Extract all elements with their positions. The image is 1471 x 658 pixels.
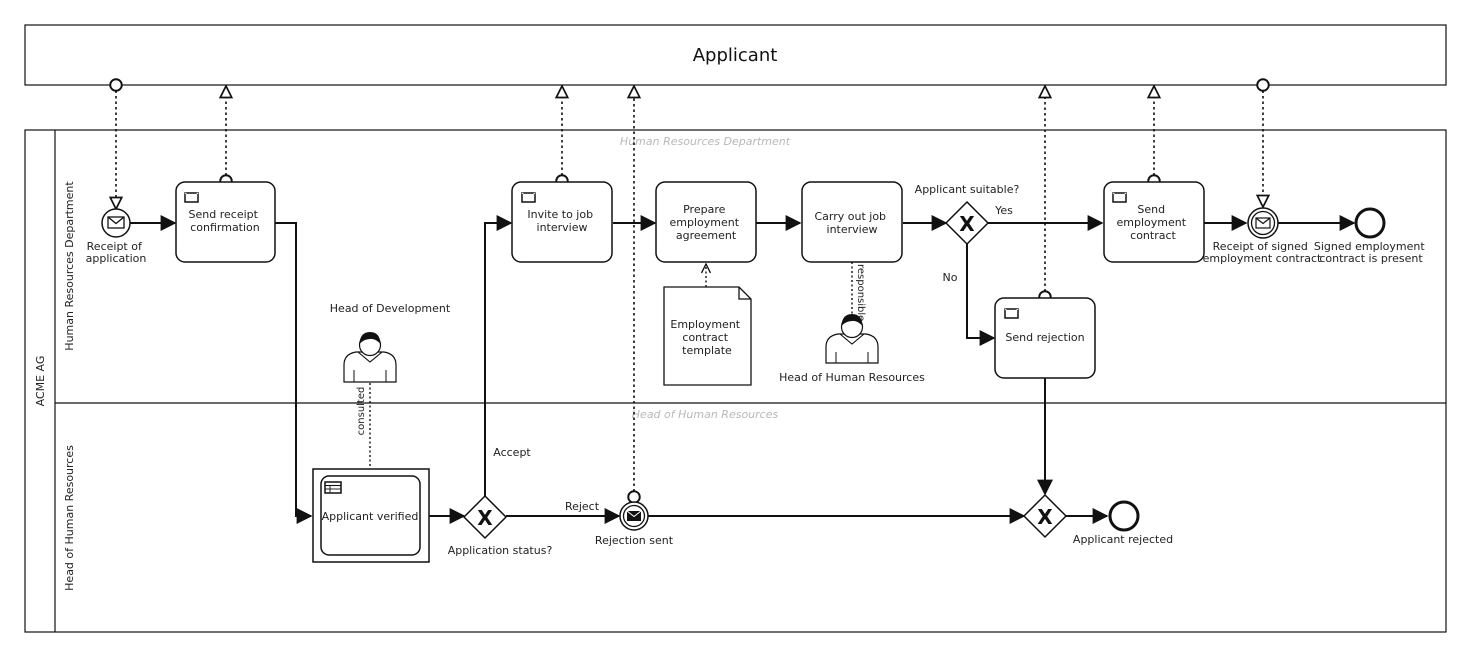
lane-hr-department-label: Human Resources Department xyxy=(63,181,76,351)
intermediate-event-receipt-of-signed-contract[interactable]: Receipt of signed employment contract xyxy=(1203,207,1322,265)
applicant-pool-label: Applicant xyxy=(693,45,778,66)
gateway-applicant-suitable[interactable]: X Applicant suitable? xyxy=(915,183,1020,246)
lane-hr-department-faint-label: Human Resources Department xyxy=(620,135,791,148)
end-event-applicant-rejected[interactable]: Applicant rejected xyxy=(1073,500,1173,546)
message-flows xyxy=(116,85,1263,497)
flow-label-no: No xyxy=(943,271,958,284)
event-label: Rejection sent xyxy=(595,534,674,547)
end-event-signed-contract-present[interactable]: Signed employment contract is present xyxy=(1314,207,1428,265)
table-icon xyxy=(324,481,342,494)
sequence-flow[interactable] xyxy=(275,222,313,524)
envelope-icon xyxy=(1004,308,1019,319)
envelope-icon xyxy=(1255,217,1271,229)
event-label-line: employment contract xyxy=(1203,252,1322,265)
task-label-line: employment xyxy=(1116,216,1186,229)
resource-head-of-human-resources[interactable]: responsible Head of Human Resources xyxy=(779,262,925,384)
data-object-label-line: template xyxy=(682,344,732,357)
envelope-icon xyxy=(1112,192,1127,203)
resource-label: Head of Human Resources xyxy=(779,371,925,384)
event-label-line: Receipt of xyxy=(87,240,143,253)
flow-label-reject: Reject xyxy=(565,500,600,513)
event-label-line: application xyxy=(86,252,147,265)
association-label-consulted: consulted xyxy=(356,387,367,436)
task-label: Send rejection xyxy=(1005,331,1084,344)
user-icon xyxy=(825,314,879,364)
event-label: Receipt of application xyxy=(86,240,147,265)
task-label-line: interview xyxy=(537,221,588,234)
task-label: Send receipt confirmation xyxy=(189,208,262,234)
task-send-rejection[interactable]: Send rejection xyxy=(994,297,1096,379)
lane-head-hr-faint-label: Head of Human Resources xyxy=(632,408,779,421)
task-label-line: agreement xyxy=(676,229,737,242)
task-label: Applicant verified xyxy=(322,510,419,523)
task-label-line: Prepare xyxy=(683,203,725,216)
exclusive-x-icon: X xyxy=(959,212,975,236)
resource-label: Head of Development xyxy=(330,302,451,315)
intermediate-event-rejection-sent[interactable]: Rejection sent xyxy=(595,501,674,547)
event-label: Receipt of signed employment contract xyxy=(1203,240,1322,265)
task-applicant-verified[interactable]: Applicant verified xyxy=(312,468,430,563)
task-label-line: interview xyxy=(827,223,878,236)
task-label-line: employment xyxy=(669,216,739,229)
flow-label-yes: Yes xyxy=(994,204,1013,217)
task-prepare-employment-agreement[interactable]: Prepare employment agreement xyxy=(655,181,757,263)
task-label-line: contract xyxy=(1130,229,1176,242)
lane-head-hr[interactable]: Head of Human Resources Head of Human Re… xyxy=(63,408,778,591)
envelope-icon xyxy=(107,216,125,229)
event-label: Applicant rejected xyxy=(1073,533,1173,546)
exclusive-x-icon: X xyxy=(477,506,493,530)
task-label-line: Send receipt xyxy=(189,208,259,221)
task-send-receipt-confirmation[interactable]: Send receipt confirmation xyxy=(175,181,276,263)
gateway-label: Applicant suitable? xyxy=(915,183,1020,196)
task-label-line: confirmation xyxy=(190,221,260,234)
task-label: Send employment contract xyxy=(1116,203,1189,242)
gateway-merge[interactable]: X xyxy=(1022,493,1068,539)
resource-head-of-development[interactable]: Head of Development consulted xyxy=(330,302,451,466)
data-object-label-line: contract xyxy=(682,331,728,344)
task-label-line: Carry out job xyxy=(814,210,886,223)
event-label-line: Signed employment xyxy=(1314,240,1425,253)
flow-label-accept: Accept xyxy=(493,446,531,459)
association-label-responsible: responsible xyxy=(855,264,866,321)
task-invite-to-job-interview[interactable]: Invite to job interview xyxy=(511,181,613,263)
task-label: Invite to job interview xyxy=(527,208,596,234)
envelope-icon xyxy=(184,192,199,203)
data-object-label-line: Employment xyxy=(670,318,740,331)
gateway-application-status[interactable]: X Application status? xyxy=(448,494,553,557)
task-carry-out-job-interview[interactable]: Carry out job interview xyxy=(801,181,903,263)
gateway-label: Application status? xyxy=(448,544,553,557)
sequence-flow[interactable] xyxy=(966,244,996,346)
data-object-label: Employment contract template xyxy=(670,318,743,357)
exclusive-x-icon: X xyxy=(1037,505,1053,529)
task-label: Prepare employment agreement xyxy=(669,203,742,242)
event-label-line: contract is present xyxy=(1319,252,1423,265)
lane-hr-department[interactable]: Human Resources Department Human Resourc… xyxy=(63,135,791,351)
envelope-icon xyxy=(521,192,536,203)
acme-pool-label: ACME AG xyxy=(34,356,47,407)
start-event-receipt-of-application[interactable]: Receipt of application xyxy=(86,208,147,265)
sequence-flow[interactable] xyxy=(484,215,513,496)
event-label: Signed employment contract is present xyxy=(1314,240,1428,265)
task-label: Carry out job interview xyxy=(814,210,889,236)
event-label-line: Receipt of signed xyxy=(1213,240,1308,253)
data-object-employment-contract-template[interactable]: Employment contract template xyxy=(663,286,752,386)
user-icon xyxy=(343,332,397,383)
task-label-line: Send xyxy=(1137,203,1165,216)
lane-head-hr-label: Head of Human Resources xyxy=(63,445,76,591)
task-label-line: Invite to job xyxy=(527,208,593,221)
task-send-employment-contract[interactable]: Send employment contract xyxy=(1103,181,1205,263)
applicant-pool[interactable]: Applicant xyxy=(24,24,1447,86)
envelope-icon xyxy=(626,510,642,521)
